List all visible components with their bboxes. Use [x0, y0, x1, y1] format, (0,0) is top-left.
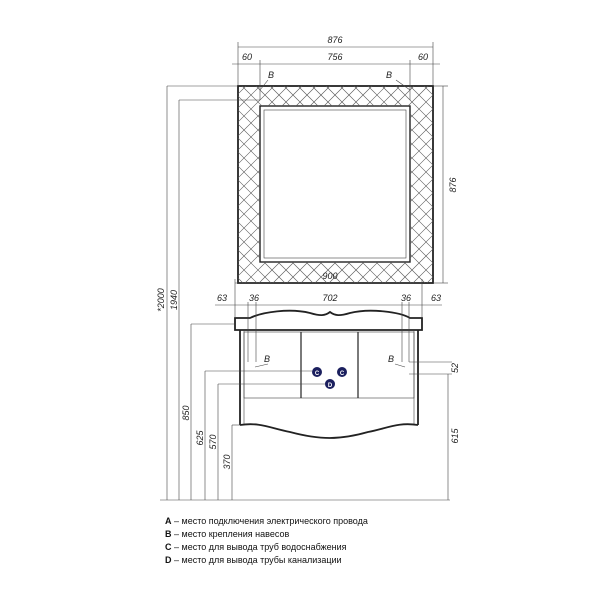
mirror-width-label: 876 — [327, 35, 342, 45]
lattice-line — [238, 86, 331, 283]
legend: A – место подключения электрического про… — [165, 515, 368, 567]
legend-item-c: C – место для вывода труб водоснабжения — [165, 542, 347, 552]
lattice-line — [32, 86, 232, 286]
lattice-line — [466, 86, 600, 286]
lattice-line — [18, 86, 218, 286]
mirror-inner-label: 756 — [327, 52, 342, 62]
lattice-line — [395, 86, 433, 283]
height-625-label: 625 — [195, 430, 205, 446]
height-dimensions: *2000 1940 850 625 570 370 615 52 — [156, 85, 460, 501]
lattice-line — [409, 86, 433, 283]
lattice-line — [438, 86, 600, 286]
lattice-line — [238, 86, 289, 283]
lattice-line — [381, 86, 433, 283]
mirror-height-label: 876 — [448, 177, 458, 192]
lattice-line — [238, 86, 247, 283]
marker-d: D — [325, 379, 335, 389]
legend-item-a: A – место подключения электрического про… — [165, 516, 368, 526]
legend-item-d: D – место для вывода трубы канализации — [165, 555, 342, 565]
legend-item-b: B – место крепления навесов — [165, 529, 290, 539]
lattice-line — [238, 86, 261, 283]
marker-c-right: C — [337, 367, 347, 377]
lattice-line — [238, 86, 331, 283]
cabinet-left-36-label: 36 — [249, 293, 259, 303]
height-615-label: 615 — [450, 428, 460, 444]
mirror-mark-b-left: B — [268, 70, 274, 80]
lattice-line — [238, 86, 303, 283]
height-850-label: 850 — [181, 405, 191, 420]
mirror — [18, 85, 600, 286]
lattice-line — [238, 86, 373, 283]
lattice-line — [339, 86, 433, 283]
lattice-line — [238, 86, 247, 283]
lattice-line — [238, 86, 303, 283]
height-370-label: 370 — [222, 454, 232, 469]
cabinet-mark-b-left: B — [264, 354, 270, 364]
lattice-line — [238, 86, 401, 283]
lattice-line — [238, 86, 387, 283]
lattice-line — [367, 86, 433, 283]
mirror-mark-b-right: B — [386, 70, 392, 80]
lattice-line — [381, 86, 433, 283]
mirror-dimensions: 876 60 756 60 B B 876 — [232, 35, 458, 284]
lattice-line — [238, 86, 275, 283]
cabinet-mark-b-right: B — [388, 354, 394, 364]
lattice-line — [452, 86, 600, 286]
height-1940-label: 1940 — [169, 290, 179, 310]
height-570-label: 570 — [208, 434, 218, 449]
lattice-line — [452, 86, 600, 286]
cabinet-left-63-label: 63 — [217, 293, 227, 303]
lattice-line — [238, 86, 317, 283]
lattice-line — [466, 86, 600, 286]
lattice-line — [395, 86, 433, 283]
svg-text:C: C — [315, 371, 320, 377]
lattice-line — [238, 86, 275, 283]
vanity-cabinet — [234, 309, 423, 439]
lattice-line — [238, 86, 261, 283]
lattice-line — [238, 86, 401, 283]
lattice-line — [238, 86, 317, 283]
lattice-line — [269, 86, 433, 283]
cabinet-center-label: 702 — [322, 293, 337, 303]
mirror-side-right-label: 60 — [418, 52, 428, 62]
svg-text:C: C — [340, 371, 345, 377]
svg-text:D: D — [328, 383, 333, 389]
lattice-line — [32, 86, 232, 286]
lattice-line — [18, 86, 218, 286]
lattice-line — [238, 86, 289, 283]
lattice-line — [269, 86, 433, 283]
mirror-side-left-label: 60 — [242, 52, 252, 62]
height-52-label: 52 — [450, 363, 460, 373]
lattice-line — [438, 86, 600, 286]
cabinet-width-label: 900 — [322, 271, 337, 281]
lattice-line — [297, 86, 433, 283]
lattice-line — [339, 86, 433, 283]
lattice-line — [409, 86, 433, 283]
lattice-pattern — [18, 86, 600, 286]
lattice-line — [367, 86, 433, 283]
cabinet-dimensions: 900 63 36 702 36 63 B B C C D — [215, 271, 442, 389]
lattice-line — [238, 86, 387, 283]
marker-c-left: C — [312, 367, 322, 377]
lattice-line — [297, 86, 433, 283]
cabinet-right-36-label: 36 — [401, 293, 411, 303]
height-2000-label: *2000 — [156, 288, 166, 312]
lattice-line — [238, 86, 373, 283]
cabinet-right-63-label: 63 — [431, 293, 441, 303]
